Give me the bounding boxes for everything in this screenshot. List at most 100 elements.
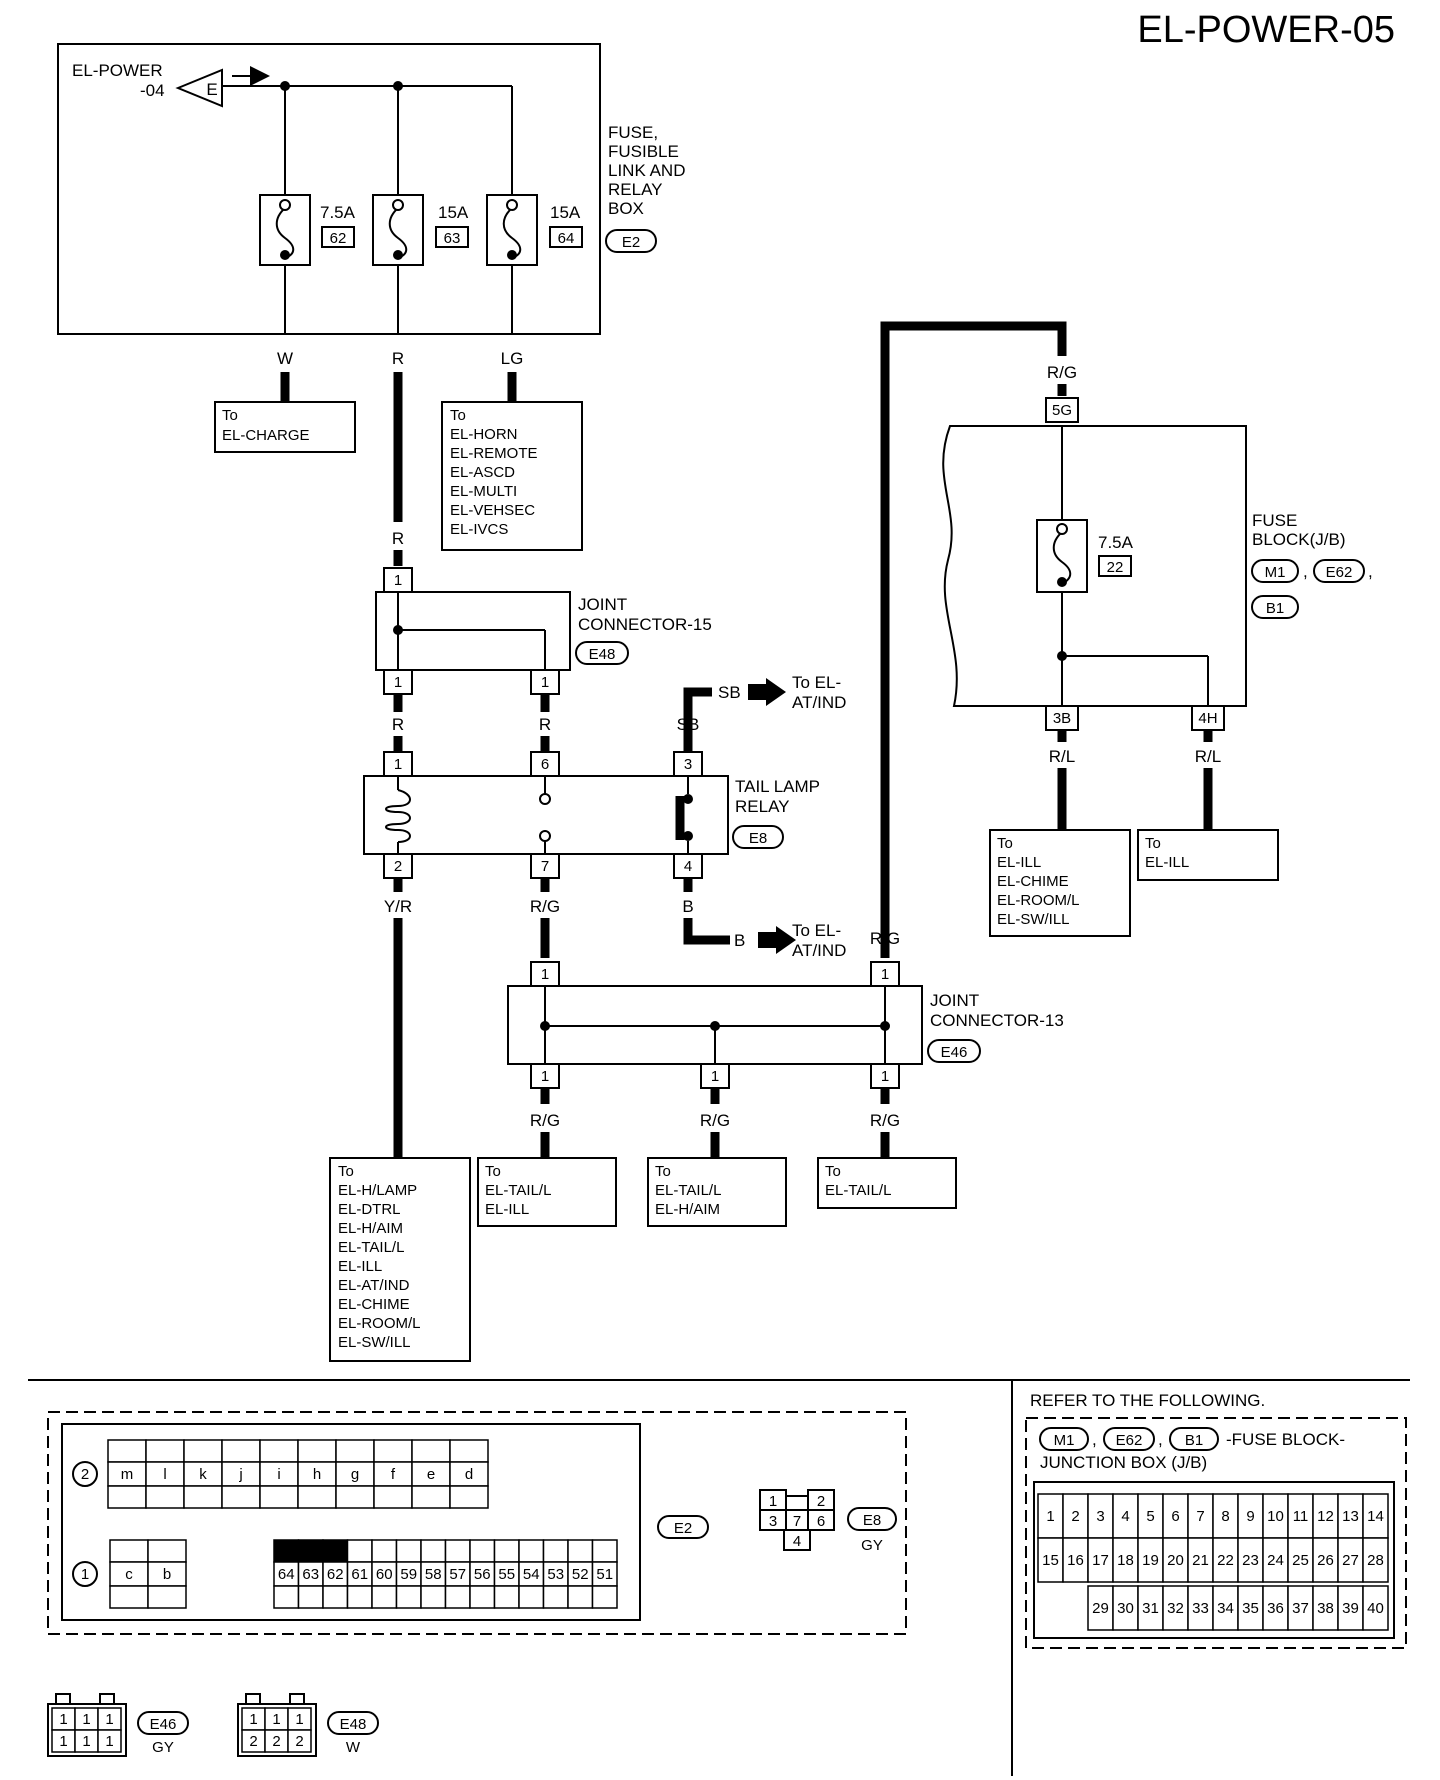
- e46-pin-1-label: 1: [82, 1711, 90, 1728]
- refer-pin-25-label: 25: [1292, 1552, 1309, 1569]
- svg-text:EL-H/LAMP: EL-H/LAMP: [338, 1182, 417, 1199]
- svg-text:2: 2: [817, 1493, 825, 1510]
- e2-pin-59-label: 59: [400, 1566, 417, 1583]
- fuse-box-name-3: LINK AND: [608, 161, 685, 180]
- e2-row2-bottom-5-cell: [297, 1485, 337, 1509]
- e2-pin-f-label: f: [391, 1466, 396, 1483]
- refer-pin-11-cell: [1287, 1493, 1314, 1539]
- svg-text:To: To: [485, 1163, 501, 1180]
- to-el-tail-ill-box: To EL-TAIL/L EL-ILL: [477, 1157, 617, 1227]
- e2-pin-58-label: 58: [425, 1566, 442, 1583]
- e2-pin-c-label: c: [125, 1566, 133, 1583]
- e46-pin-3-label: 1: [59, 1733, 67, 1750]
- refer-pin-33-cell: [1187, 1585, 1214, 1631]
- e2-row2-bottom-0-cell: [107, 1485, 147, 1509]
- wire-b: B: [682, 897, 693, 916]
- to-el-tail-haim-box: To EL-TAIL/L EL-H/AIM: [647, 1157, 787, 1227]
- e2-pin-l-cell: [145, 1461, 185, 1487]
- refer-pin-7-label: 7: [1196, 1508, 1204, 1525]
- svg-text:E48: E48: [340, 1716, 367, 1733]
- svg-text:2: 2: [394, 858, 402, 875]
- e2-row2-bottom-3-cell: [221, 1485, 261, 1509]
- e2-main-bottom-62-cell: [322, 1585, 349, 1609]
- svg-text:JOINT: JOINT: [578, 595, 627, 614]
- fuse-63-num: 63: [444, 230, 461, 247]
- refer-pin-21-cell: [1187, 1537, 1214, 1583]
- svg-text:EL-CHIME: EL-CHIME: [997, 873, 1069, 890]
- e2-main-bottom-64-cell: [273, 1585, 300, 1609]
- joint-connector-15: 1 1 1 JOINT CONNECTOR-15 E48: [375, 567, 712, 695]
- svg-text:EL-ILL: EL-ILL: [997, 854, 1041, 871]
- refer-pin-26-cell: [1312, 1537, 1339, 1583]
- to-el-ill-box: To EL-ILL: [1137, 829, 1279, 881]
- svg-text:E62: E62: [1326, 564, 1353, 581]
- e2-main-top-59-cell: [395, 1539, 422, 1563]
- e2-pin-53-label: 53: [547, 1566, 564, 1583]
- svg-text:To EL-: To EL-: [792, 921, 841, 940]
- svg-text:EL-REMOTE: EL-REMOTE: [450, 445, 538, 462]
- e2-pin-60-label: 60: [376, 1566, 393, 1583]
- svg-text:6: 6: [817, 1513, 825, 1530]
- e48-pin-5-cell: [287, 1729, 312, 1753]
- refer-pin-6-label: 6: [1171, 1508, 1179, 1525]
- e2-row2-top-3-cell: [221, 1439, 261, 1463]
- svg-text:JOINT: JOINT: [930, 991, 979, 1010]
- svg-text:EL-H/AIM: EL-H/AIM: [655, 1201, 720, 1218]
- e2-pin-53-cell: [542, 1561, 569, 1587]
- e2-pin-64-label: 64: [278, 1566, 295, 1583]
- e46-pin-5-cell: [97, 1729, 122, 1753]
- refer-pin-34-cell: [1212, 1585, 1239, 1631]
- svg-text:To: To: [997, 835, 1013, 852]
- e2-main-bottom-51-cell: [591, 1585, 618, 1609]
- e2-pin-55-label: 55: [498, 1566, 515, 1583]
- e2-pin-52-cell: [567, 1561, 594, 1587]
- svg-text:4: 4: [793, 1533, 801, 1550]
- e2-main-bottom-59-cell: [395, 1585, 422, 1609]
- svg-text:GY: GY: [861, 1537, 883, 1554]
- e2-row2-top-5-cell: [297, 1439, 337, 1463]
- fuse-64-amp: 15A: [550, 203, 581, 222]
- svg-text:1: 1: [394, 674, 402, 691]
- refer-pin-1-cell: [1037, 1493, 1064, 1539]
- svg-text:GY: GY: [152, 1739, 174, 1756]
- e2-main-top-56-cell: [469, 1539, 496, 1563]
- svg-text:EL-ILL: EL-ILL: [485, 1201, 529, 1218]
- e2-pin-m-label: m: [121, 1466, 134, 1483]
- e2-row2-bottom-6-cell: [335, 1485, 375, 1509]
- e2-small-top-1-cell: [147, 1539, 187, 1563]
- refer-pin-20-cell: [1162, 1537, 1189, 1583]
- refer-pin-2-label: 2: [1071, 1508, 1079, 1525]
- e2-pin-56-label: 56: [474, 1566, 491, 1583]
- to-el-hlamp-box: To EL-H/LAMP EL-DTRL EL-H/AIM EL-TAIL/L …: [329, 1157, 471, 1362]
- fuse-62: 7.5A 62: [259, 194, 356, 266]
- e2-pin-l-label: l: [163, 1466, 166, 1483]
- svg-text:AT/IND: AT/IND: [792, 941, 846, 960]
- refer-pin-35-label: 35: [1242, 1600, 1259, 1617]
- refer-pin-33-label: 33: [1192, 1600, 1209, 1617]
- e2-pin-61-cell: [346, 1561, 373, 1587]
- e2-row2-bottom-4-cell: [259, 1485, 299, 1509]
- svg-text:4: 4: [684, 858, 692, 875]
- svg-text:FUSE: FUSE: [1252, 511, 1297, 530]
- svg-text:B1: B1: [1266, 600, 1284, 617]
- e2-pin-62-label: 62: [327, 1566, 344, 1583]
- refer-pin-40-label: 40: [1367, 1600, 1384, 1617]
- svg-text:REFER TO THE FOLLOWING.: REFER TO THE FOLLOWING.: [1030, 1391, 1265, 1410]
- to-el-charge-box: To EL-CHARGE: [214, 401, 356, 453]
- svg-text:EL-DTRL: EL-DTRL: [338, 1201, 401, 1218]
- svg-text:To: To: [450, 407, 466, 424]
- e2-row2-top-4-cell: [259, 1439, 299, 1463]
- refer-pin-17-label: 17: [1092, 1552, 1109, 1569]
- e48-pin-2-label: 1: [295, 1711, 303, 1728]
- e2-pin-i-cell: [259, 1461, 299, 1487]
- wire-rg-3: R/G: [530, 1111, 560, 1130]
- e2-pin-52-label: 52: [572, 1566, 589, 1583]
- svg-text:JUNCTION BOX (J/B): JUNCTION BOX (J/B): [1040, 1453, 1207, 1472]
- from-ref-line2: -04: [140, 81, 165, 100]
- refer-pin-15-label: 15: [1042, 1552, 1059, 1569]
- e2-main-bottom-56-cell: [469, 1585, 496, 1609]
- fuse-box-name-1: FUSE,: [608, 123, 658, 142]
- e2-pin-h-label: h: [313, 1466, 321, 1483]
- svg-text:EL-HORN: EL-HORN: [450, 426, 518, 443]
